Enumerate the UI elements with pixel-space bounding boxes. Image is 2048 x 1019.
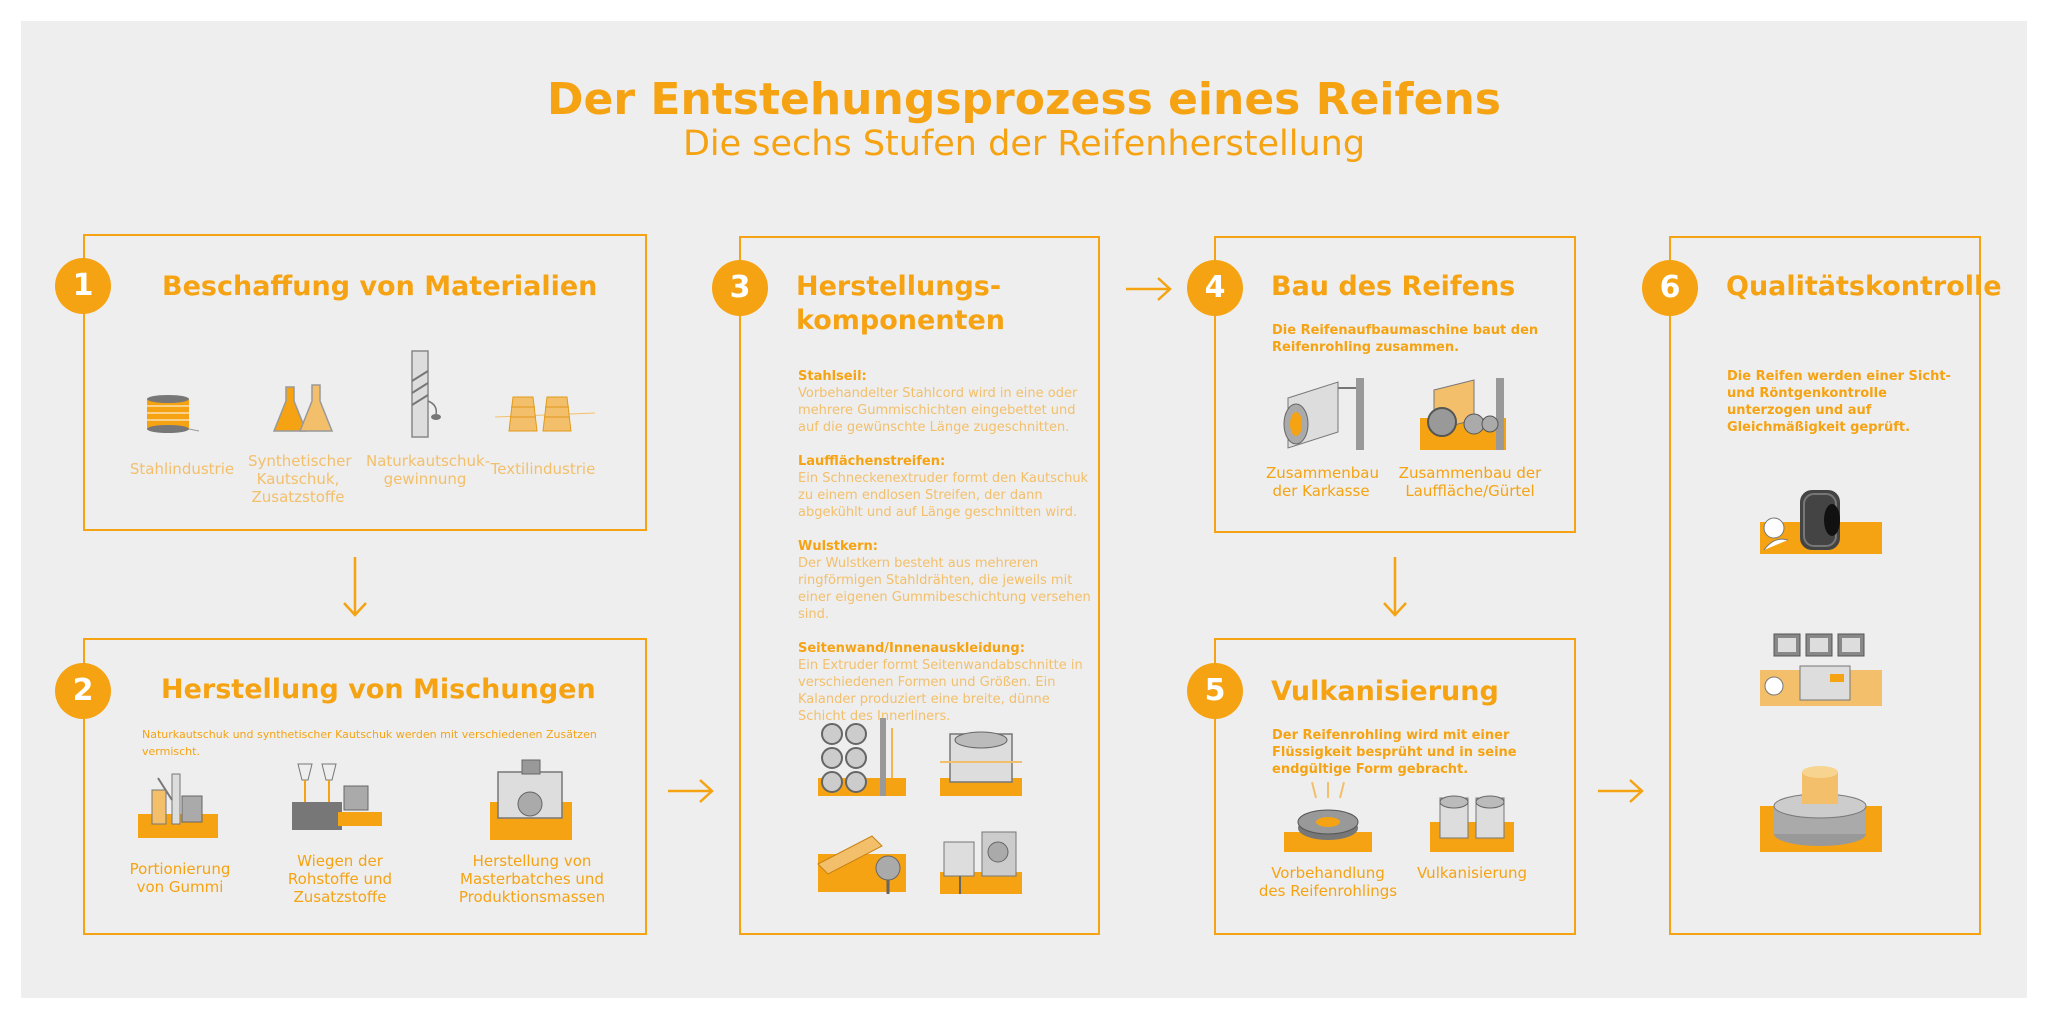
sidewall-machine-icon [940, 831, 1022, 894]
step-3-sections: Stahlseil: Vorbehandelter Stahlcord wird… [798, 368, 1094, 742]
section-text: Ein Extruder formt Seitenwandabschnitte … [798, 658, 1083, 724]
step-6-number: 6 [1642, 260, 1698, 316]
visual-inspection-icon [1760, 490, 1882, 554]
yarn-spool-icon [494, 396, 596, 432]
flask-icon [272, 384, 334, 432]
step-6-description: Die Reifen werden einer Sicht- und Röntg… [1727, 369, 1951, 435]
step-3-box [739, 236, 1100, 935]
section-tread-strip: Laufflächenstreifen: Ein Schneckenextrud… [798, 453, 1094, 521]
arrow-down-4-5 [1383, 557, 1407, 617]
arrow-down-1-2 [343, 557, 367, 617]
step-5-box [1214, 638, 1576, 935]
step-4-box [1214, 236, 1576, 533]
step-5-number: 5 [1187, 663, 1243, 719]
weighing-icon [292, 763, 382, 830]
step-4-item-label: Zusammenbau der Karkasse [1266, 464, 1379, 500]
step-1-number: 1 [55, 258, 111, 314]
step-3-title: Herstellungs-komponenten [796, 271, 1005, 336]
step-4-description: Die Reifenaufbaumaschine baut den Reifen… [1272, 323, 1539, 355]
curing-press-icon [1430, 795, 1514, 852]
steel-coil-icon [147, 395, 200, 433]
section-title: Stahlseil: [798, 369, 867, 384]
bead-wire-icon [818, 718, 906, 796]
step-5-title: Vulkanisierung [1271, 676, 1499, 707]
step-2-description: Naturkautschuk und synthetischer Kautsch… [142, 728, 597, 758]
step-2-item-label: Wiegen der Rohstoffe und Zusatzstoffe [287, 852, 393, 906]
carcass-drum-icon [1283, 378, 1364, 450]
step-2-item-label: Herstellung von Masterbatches und Produk… [458, 852, 606, 906]
step-2-title: Herstellung von Mischungen [161, 674, 596, 705]
arrow-right-3-4 [1126, 277, 1172, 301]
step-6-title: Qualitätskontrolle [1726, 271, 2002, 302]
section-bead-core: Wulstkern: Der Wulstkern besteht aus meh… [798, 538, 1094, 623]
arrow-right-2-3 [668, 779, 714, 803]
section-sidewall-innerliner: Seitenwand/Innenauskleidung: Ein Extrude… [798, 640, 1094, 725]
extruder-icon [817, 835, 906, 894]
step-5-description: Der Reifenrohling wird mit einer Flüssig… [1272, 728, 1517, 777]
belt-assembly-icon [1420, 378, 1506, 450]
step-4-title: Bau des Reifens [1271, 271, 1516, 302]
page-title: Der Entstehungsprozess eines Reifens [547, 74, 1501, 125]
mixer-machine-icon [490, 759, 572, 840]
step-3-number: 3 [712, 260, 768, 316]
step-5-item-label: Vorbehandlung des Reifenrohlings [1258, 864, 1398, 900]
section-title: Seitenwand/Innenauskleidung: [798, 641, 1025, 656]
calender-icon [940, 731, 1022, 796]
rubber-tree-icon [411, 350, 441, 438]
step-2-number: 2 [55, 663, 111, 719]
step-4-item-label: Zusammenbau der Lauffläche/Gürtel [1398, 464, 1542, 500]
section-steel-cord: Stahlseil: Vorbehandelter Stahlcord wird… [798, 368, 1094, 436]
green-tire-spray-icon [1284, 781, 1372, 852]
step-1-item-label: Stahlindustrie [129, 460, 235, 478]
step-2-item-label: Portionierung von Gummi [129, 860, 231, 896]
uniformity-test-icon [1760, 766, 1882, 852]
section-text: Der Wulstkern besteht aus mehreren ringf… [798, 556, 1091, 622]
step-2-box [83, 638, 647, 935]
step-1-item-label: Textilindustrie [490, 460, 596, 478]
section-title: Laufflächenstreifen: [798, 454, 946, 469]
rubber-portion-icon [138, 773, 218, 838]
step-1-item-label: Synthetischer Kautschuk, Zusatzstoffe [248, 452, 352, 506]
step-1-box [83, 234, 647, 531]
xray-inspection-icon [1760, 633, 1882, 706]
page-subtitle: Die sechs Stufen der Reifenherstellung [682, 124, 1366, 164]
section-title: Wulstkern: [798, 539, 878, 554]
step-6-box [1669, 236, 1981, 935]
arrow-right-5-6 [1598, 779, 1644, 803]
section-text: Vorbehandelter Stahlcord wird in eine od… [798, 386, 1078, 435]
step-1-item-label: Naturkautschuk-gewinnung [366, 452, 491, 488]
section-text: Ein Schneckenextruder formt den Kautschu… [798, 471, 1089, 520]
step-1-title: Beschaffung von Materialien [162, 271, 598, 302]
step-4-number: 4 [1187, 260, 1243, 316]
step-5-item-label: Vulkanisierung [1416, 864, 1528, 882]
infographic-panel [21, 21, 2027, 998]
